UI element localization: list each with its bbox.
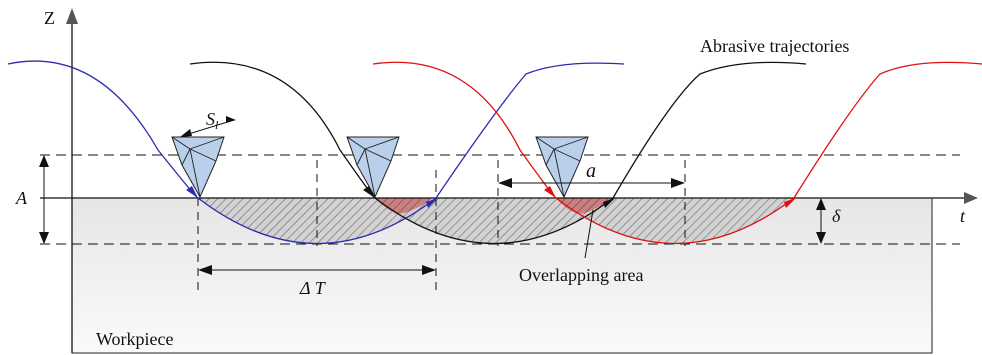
abrasive-grain-icon (171, 136, 225, 199)
arrowhead-black-2 (603, 198, 615, 208)
a-spacing-dimension (498, 178, 685, 188)
workpiece-label: Workpiece (96, 329, 174, 349)
overlapping-area-label: Overlapping area (519, 265, 643, 285)
abrasive-grain-icon (535, 136, 589, 199)
arrowhead-blue-2 (426, 198, 438, 208)
abrasive-trajectories-label: Abrasive trajectories (700, 36, 849, 56)
overlap-leader-line (584, 209, 594, 259)
overlap-area-1 (375, 198, 433, 214)
t-axis-label: t (960, 206, 966, 226)
a-amplitude-dimension (39, 155, 49, 244)
delta-t-label: Δ T (299, 278, 327, 298)
abrasive-grain-icon (346, 136, 400, 199)
arrowhead-red-1 (544, 186, 556, 198)
delta-depth-dimension (816, 198, 826, 244)
amplitude-label: A (15, 188, 28, 208)
delta-t-dimension (198, 265, 436, 275)
sl-dimension (180, 116, 236, 137)
t-axis-arrow (964, 192, 978, 204)
arrowhead-red-2 (784, 198, 796, 208)
z-axis-label: Z (44, 8, 55, 28)
a-spacing-label: a (586, 160, 596, 182)
z-axis-arrow (66, 8, 78, 24)
arrowhead-blue-1 (186, 186, 198, 198)
arrowhead-black-1 (363, 186, 375, 198)
overlap-area-2 (556, 198, 611, 214)
sl-label: Sl (206, 109, 219, 132)
delta-label: δ (832, 206, 841, 226)
